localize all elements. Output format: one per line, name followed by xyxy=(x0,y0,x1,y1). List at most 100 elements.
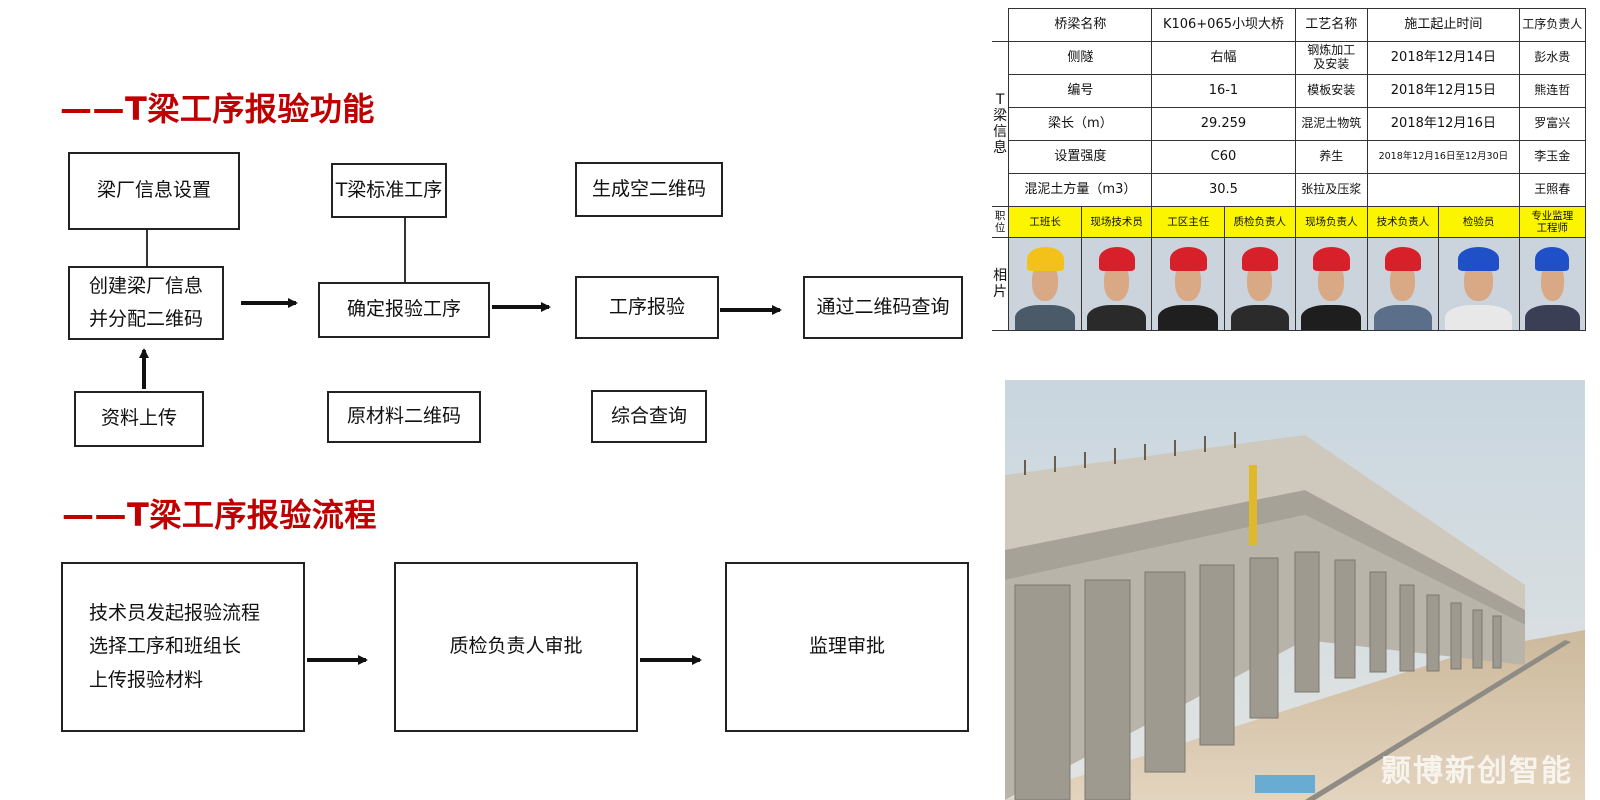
worker-shoulders xyxy=(1301,304,1362,330)
row-value: 30.5 xyxy=(1151,173,1296,207)
row-process: 钢炼加工 及安装 xyxy=(1294,41,1369,75)
row-process: 张拉及压浆 xyxy=(1294,173,1369,207)
flow-step-supervision-approval-box: 监理审批 xyxy=(725,562,969,732)
row-label: 设置强度 xyxy=(1008,140,1153,174)
role-cell: 检验员 xyxy=(1437,206,1520,238)
role-cell: 现场负责人 xyxy=(1294,206,1369,238)
safety-helmet-icon xyxy=(1241,247,1278,272)
comprehensive-query-box: 综合查询 xyxy=(591,390,707,443)
row-value: 29.259 xyxy=(1151,107,1296,141)
safety-helmet-icon xyxy=(1384,247,1421,272)
role-cell: 专业监理 工程师 xyxy=(1518,206,1587,238)
material-upload-box: 资料上传 xyxy=(74,391,204,447)
row-label: 侧隧 xyxy=(1008,41,1153,75)
section-title-flow: ——T梁工序报验流程 xyxy=(62,496,377,534)
table-row: T 梁 信 息 侧隧 右幅 钢炼加工 及安装 2018年12月14日 彭水贵 xyxy=(992,41,1587,207)
table-row: 梁长（m） 29.259 混泥土物筑 2018年12月16日 罗富兴 xyxy=(992,107,1587,141)
determine-process-box: 确定报验工序 xyxy=(318,282,490,338)
worker-portrait xyxy=(1368,238,1438,330)
worker-shoulders xyxy=(1444,304,1513,330)
worker-portrait xyxy=(1225,238,1295,330)
worker-portrait xyxy=(1520,238,1585,330)
safety-helmet-icon xyxy=(1098,247,1135,272)
role-cell: 技术负责人 xyxy=(1367,206,1439,238)
bridge-name-value: K106+065小坝大桥 xyxy=(1151,8,1296,42)
role-cell: 质检负责人 xyxy=(1224,206,1296,238)
roles-row: 职 位 工班长 现场技术员 工区主任 质检负责人 现场负责人 技术负责人 检验员… xyxy=(992,206,1587,238)
worker-portrait xyxy=(1082,238,1151,330)
query-via-qr-box: 通过二维码查询 xyxy=(803,276,963,339)
side-label-position: 职 位 xyxy=(992,206,1010,238)
row-person: 李玉金 xyxy=(1518,140,1587,174)
worker-photo xyxy=(1294,237,1369,331)
worker-shoulders xyxy=(1015,304,1076,330)
row-time xyxy=(1367,173,1520,207)
section-title-functions: ——T梁工序报验功能 xyxy=(60,90,375,128)
safety-helmet-icon xyxy=(1535,247,1570,272)
worker-shoulders xyxy=(1524,304,1580,330)
row-process: 混泥土物筑 xyxy=(1294,107,1369,141)
worker-photo xyxy=(1008,237,1082,331)
row-process: 模板安装 xyxy=(1294,74,1369,108)
safety-helmet-icon xyxy=(1169,247,1207,272)
safety-helmet-icon xyxy=(1026,247,1064,272)
worker-shoulders xyxy=(1087,304,1146,330)
row-process: 养生 xyxy=(1294,140,1369,174)
role-cell: 工区主任 xyxy=(1151,206,1226,238)
side-label-beam-info: T 梁 信 息 xyxy=(992,41,1010,207)
role-cell: 现场技术员 xyxy=(1080,206,1153,238)
connector-line xyxy=(146,230,148,266)
worker-shoulders xyxy=(1158,304,1219,330)
row-person: 熊连哲 xyxy=(1518,74,1587,108)
row-label: 梁长（m） xyxy=(1008,107,1153,141)
row-time: 2018年12月15日 xyxy=(1367,74,1520,108)
worker-photo xyxy=(1367,237,1439,331)
generate-empty-qr-box: 生成空二维码 xyxy=(575,162,723,217)
photos-row: 相 片 xyxy=(992,237,1587,331)
process-inspection-box: 工序报验 xyxy=(575,276,719,339)
safety-helmet-icon xyxy=(1457,247,1500,272)
row-value: 16-1 xyxy=(1151,74,1296,108)
flow-step-quality-approval-box: 质检负责人审批 xyxy=(394,562,638,732)
table-row: 混泥土方量（m3） 30.5 张拉及压浆 王照春 xyxy=(992,173,1587,207)
table-header-row: 桥梁名称 K106+065小坝大桥 工艺名称 施工起止时间 工序负责人 xyxy=(992,8,1587,42)
process-name-label: 工艺名称 xyxy=(1294,8,1369,42)
arrows-layer xyxy=(139,298,782,665)
time-label: 施工起止时间 xyxy=(1367,8,1520,42)
row-label: 编号 xyxy=(1008,74,1153,108)
raw-material-qr-box: 原材料二维码 xyxy=(327,391,481,443)
row-time: 2018年12月16日 xyxy=(1367,107,1520,141)
construction-site-photo: 颢博新创智能 xyxy=(1005,380,1585,800)
create-factory-info-box: 创建梁厂信息 并分配二维码 xyxy=(68,266,224,340)
t-beam-info-table: 桥梁名称 K106+065小坝大桥 工艺名称 施工起止时间 工序负责人 T 梁 … xyxy=(992,8,1587,331)
safety-helmet-icon xyxy=(1312,247,1350,272)
worker-photo xyxy=(1080,237,1153,331)
table-row: 设置强度 C60 养生 2018年12月16日至12月30日 李玉金 xyxy=(992,140,1587,174)
worker-portrait xyxy=(1439,238,1519,330)
worker-portrait xyxy=(1009,238,1081,330)
row-value: 右幅 xyxy=(1151,41,1296,75)
worker-portrait xyxy=(1152,238,1224,330)
worker-face xyxy=(1540,261,1565,301)
worker-portrait xyxy=(1296,238,1367,330)
worker-photo xyxy=(1518,237,1587,331)
bridge-name-label: 桥梁名称 xyxy=(1008,8,1153,42)
beam-factory-setup-box: 梁厂信息设置 xyxy=(68,152,240,230)
worker-photo xyxy=(1224,237,1296,331)
connector-line xyxy=(404,218,406,282)
row-person: 王照春 xyxy=(1518,173,1587,207)
person-label: 工序负责人 xyxy=(1518,8,1587,42)
worker-photo xyxy=(1151,237,1226,331)
watermark-text: 颢博新创智能 xyxy=(1381,754,1573,789)
row-label: 混泥土方量（m3） xyxy=(1008,173,1153,207)
role-cell: 工班长 xyxy=(1008,206,1082,238)
row-person: 彭水贵 xyxy=(1518,41,1587,75)
row-time: 2018年12月16日至12月30日 xyxy=(1367,140,1520,174)
table-corner xyxy=(992,8,1010,42)
side-label-photo: 相 片 xyxy=(992,237,1010,331)
worker-shoulders xyxy=(1230,304,1289,330)
t-beam-standard-process-box: T梁标准工序 xyxy=(331,163,447,218)
row-value: C60 xyxy=(1151,140,1296,174)
worker-photo xyxy=(1437,237,1520,331)
row-time: 2018年12月14日 xyxy=(1367,41,1520,75)
